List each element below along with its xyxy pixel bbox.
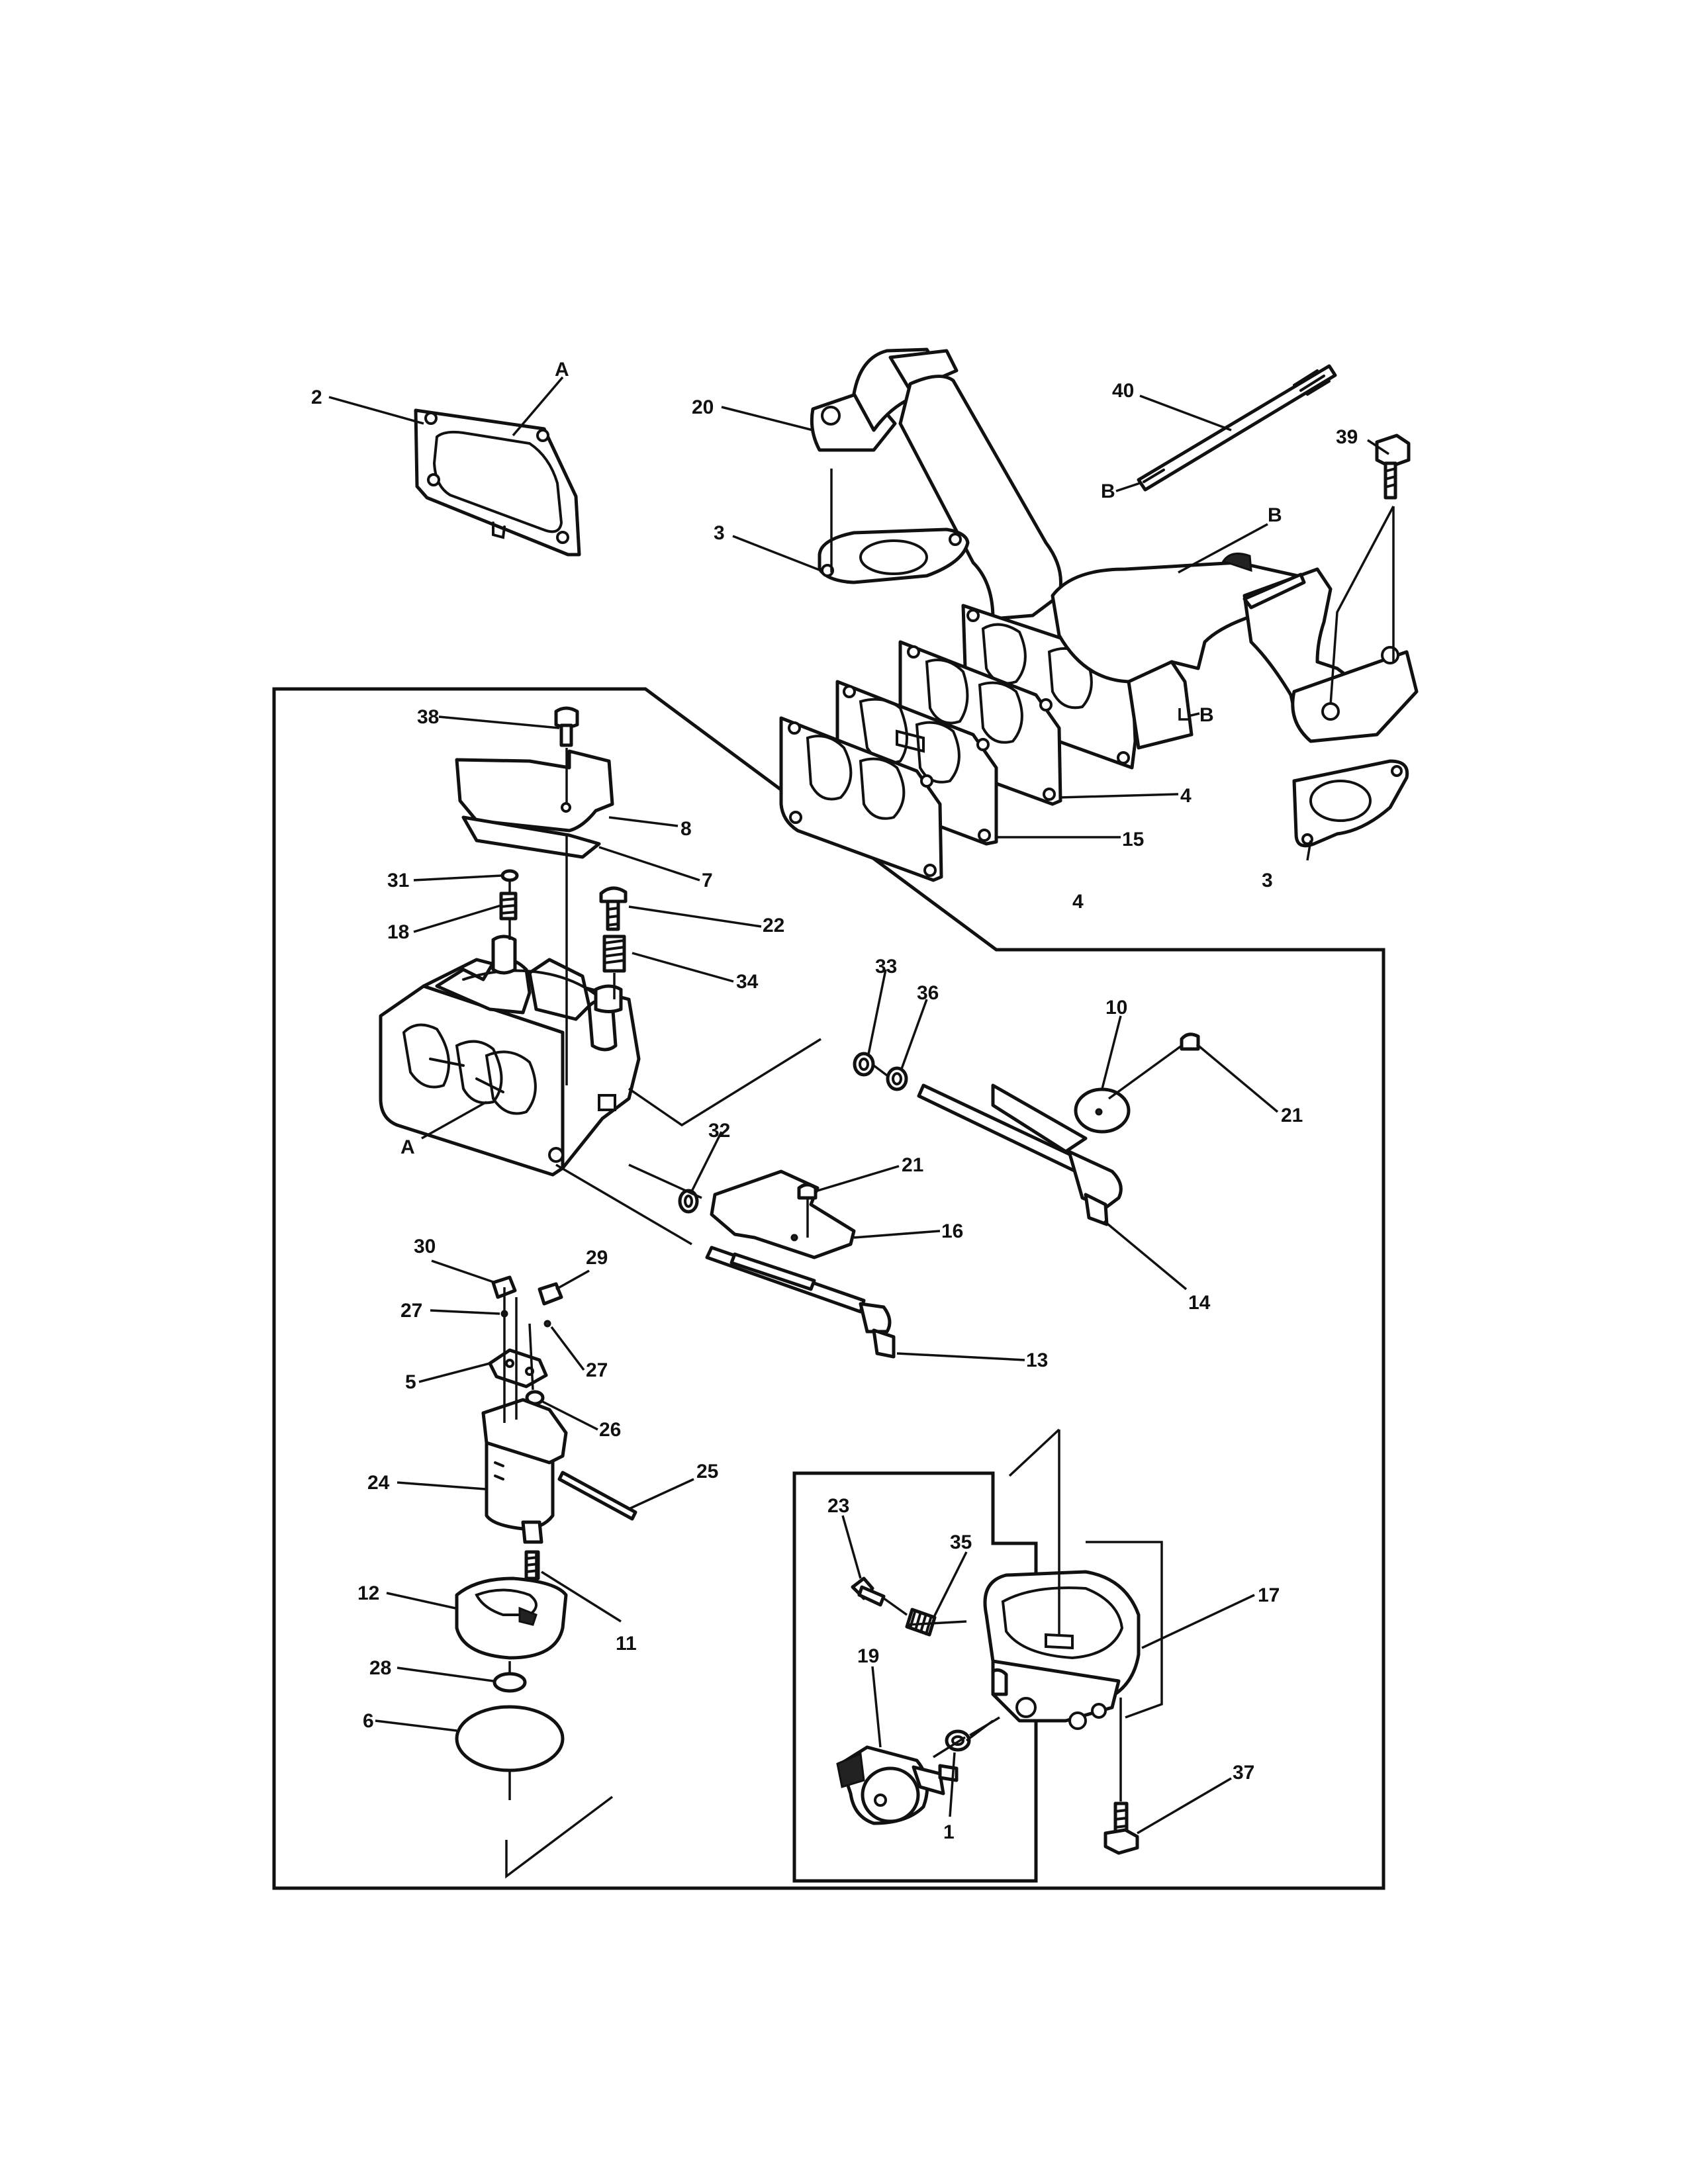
carburetor-body [379, 934, 641, 1177]
part-16-choke-plate [710, 1169, 856, 1259]
callout-22: 22 [763, 915, 784, 936]
callout-21: 21 [902, 1154, 923, 1176]
part-18-jet [499, 891, 518, 921]
part-23-screw [851, 1576, 886, 1607]
callout-25: 25 [696, 1461, 718, 1482]
part-35-spring [905, 1608, 937, 1637]
callout-28: 28 [369, 1657, 391, 1679]
callout-20: 20 [692, 396, 714, 418]
callout-8: 8 [680, 818, 692, 840]
callout-15: 15 [1122, 829, 1144, 850]
part-38-screw [554, 706, 579, 747]
callout-4: 4 [1180, 785, 1192, 807]
callout-27: 27 [400, 1300, 422, 1322]
part-28-o-ring [492, 1672, 527, 1693]
callout-2: 2 [311, 387, 322, 408]
part-7-gasket [461, 815, 601, 859]
part-32-seal [678, 1189, 699, 1214]
part-2-gasket [414, 408, 581, 557]
part-12-float [455, 1576, 568, 1660]
part-21-screw-choke [797, 1183, 818, 1200]
callout-4: 4 [1072, 891, 1084, 913]
callout-b: B [1268, 504, 1282, 526]
callout-16: 16 [941, 1220, 963, 1242]
callout-21: 21 [1281, 1105, 1303, 1126]
callout-33: 33 [875, 956, 897, 978]
callout-32: 32 [708, 1120, 730, 1142]
fuel-bowl-group-frame [792, 1471, 1038, 1883]
callout-7: 7 [702, 870, 713, 891]
part-6-bowl-gasket [455, 1705, 565, 1772]
carburetor-group-frame [272, 687, 1385, 1890]
part-22-screw [599, 886, 628, 931]
part-31-o-ring [500, 869, 519, 882]
leader-lines [328, 376, 1389, 1835]
callout-12: 12 [357, 1582, 379, 1604]
part-33-seal [853, 1052, 875, 1077]
part-21-screw-throttle [1180, 1032, 1200, 1051]
part-17-fuel-bowl [983, 1570, 1141, 1730]
part-14-throttle-shaft [917, 1083, 1123, 1226]
callout-17: 17 [1258, 1584, 1280, 1606]
callout-10: 10 [1105, 997, 1127, 1019]
callout-labels: 2 A 20 40 39 B B 3 B 38 8 4 15 31 7 4 3 … [311, 359, 1358, 1843]
part-4-gasket-lower [779, 716, 943, 882]
part-34-spring [602, 934, 626, 973]
part-37-screw [1103, 1801, 1139, 1855]
callout-3: 3 [1262, 870, 1273, 891]
callout-b: B [1101, 480, 1115, 502]
callout-39: 39 [1336, 426, 1358, 448]
part-25-pin [557, 1471, 637, 1521]
callout-26: 26 [599, 1419, 621, 1441]
part-3-manifold-gasket-right [1292, 759, 1409, 848]
callout-40: 40 [1112, 380, 1134, 402]
callout-29: 29 [586, 1247, 608, 1269]
part-13-choke-shaft [705, 1246, 896, 1359]
callout-19: 19 [857, 1645, 879, 1667]
part-10-throttle-plate [1074, 1087, 1131, 1134]
callout-a: A [400, 1136, 415, 1158]
part-36-washer [886, 1066, 908, 1091]
callout-6: 6 [363, 1710, 374, 1732]
part-24-float-bowl-body [481, 1398, 568, 1544]
callout-35: 35 [950, 1531, 972, 1553]
callout-27: 27 [586, 1359, 608, 1381]
callout-5: 5 [405, 1371, 416, 1393]
callout-b: B [1199, 704, 1214, 726]
part-20-intake-manifold [810, 347, 1419, 770]
callout-3: 3 [714, 522, 725, 544]
callout-14: 14 [1188, 1292, 1211, 1314]
callout-38: 38 [417, 706, 439, 728]
callout-13: 13 [1026, 1349, 1048, 1371]
callout-11: 11 [616, 1633, 637, 1655]
assembly-lines [503, 469, 1395, 1879]
callout-18: 18 [387, 921, 409, 943]
part-39-bolt [1375, 433, 1411, 500]
callout-36: 36 [917, 982, 939, 1004]
callout-31: 31 [387, 870, 409, 891]
callout-37: 37 [1233, 1762, 1254, 1784]
callout-30: 30 [414, 1236, 436, 1257]
callout-23: 23 [827, 1495, 849, 1517]
callout-a: A [555, 359, 569, 381]
part-27-o-ring-right [543, 1320, 551, 1328]
callout-1: 1 [943, 1821, 955, 1843]
part-19-solenoid [836, 1745, 959, 1825]
callout-34: 34 [736, 971, 759, 993]
part-3-manifold-gasket-left [818, 527, 970, 584]
callout-24: 24 [367, 1472, 390, 1494]
part-40-stud [1137, 364, 1337, 492]
part-5-gasket [488, 1348, 548, 1388]
part-8-cover-plate [455, 749, 614, 833]
